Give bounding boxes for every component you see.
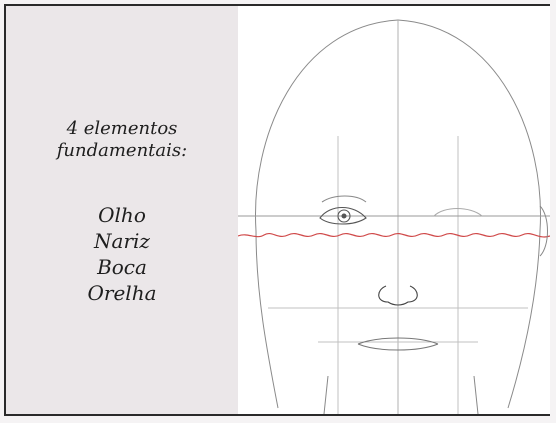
element-item-mouth: Boca bbox=[6, 254, 238, 280]
text-panel: 4 elementos fundamentais: Olho Nariz Boc… bbox=[6, 6, 238, 414]
neck-right bbox=[474, 376, 478, 414]
element-item-ear: Orelha bbox=[6, 280, 238, 306]
eye-icon bbox=[320, 196, 366, 224]
element-item-nose: Nariz bbox=[6, 228, 238, 254]
drawing-panel bbox=[238, 6, 550, 414]
ear-icon bbox=[540, 206, 548, 256]
heading-line-1: 4 elementos bbox=[6, 118, 238, 140]
element-item-eye: Olho bbox=[6, 202, 238, 228]
head-sketch bbox=[238, 6, 550, 414]
heading-line-2: fundamentais: bbox=[6, 140, 238, 162]
elements-list: Olho Nariz Boca Orelha bbox=[6, 202, 238, 306]
red-guide-line bbox=[238, 234, 550, 237]
neck-left bbox=[324, 376, 328, 414]
panel-heading: 4 elementos fundamentais: bbox=[6, 118, 238, 162]
card-frame: 4 elementos fundamentais: Olho Nariz Boc… bbox=[4, 4, 550, 416]
